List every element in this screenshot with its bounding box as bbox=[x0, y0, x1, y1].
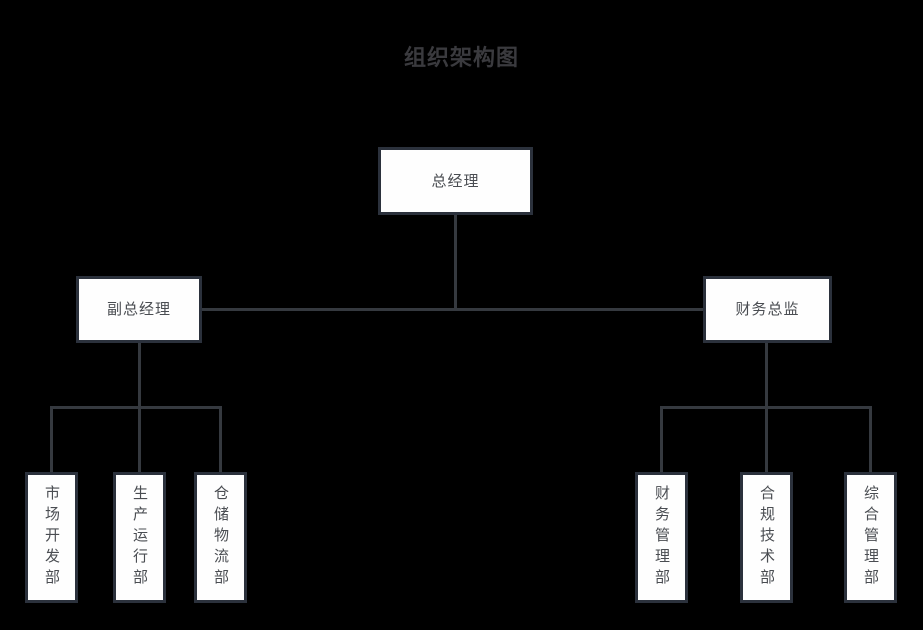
org-node-production-operation-dept: 生产运行部 bbox=[113, 472, 166, 603]
org-node-label: 仓储物流部 bbox=[212, 485, 229, 590]
org-node-label: 副总经理 bbox=[106, 301, 171, 318]
connector-root-stem bbox=[454, 215, 457, 311]
diagram-title: 组织架构图 bbox=[403, 45, 519, 70]
org-node-label: 生产运行部 bbox=[131, 485, 148, 590]
org-node-label: 总经理 bbox=[431, 172, 480, 190]
org-node-market-development-dept: 市场开发部 bbox=[25, 472, 78, 603]
connector-left-drop-3 bbox=[219, 406, 222, 472]
org-node-general-manager: 总经理 bbox=[378, 147, 533, 215]
connector-right-stem bbox=[765, 343, 768, 409]
connector-right-drop-1 bbox=[660, 406, 663, 472]
org-node-finance-management-dept: 财务管理部 bbox=[635, 472, 688, 603]
org-node-label: 合规技术部 bbox=[758, 485, 775, 590]
org-node-warehouse-logistics-dept: 仓储物流部 bbox=[194, 472, 247, 603]
org-node-label: 综合管理部 bbox=[862, 485, 879, 590]
connector-left-horizontal bbox=[50, 406, 222, 409]
org-node-finance-director: 财务总监 bbox=[703, 276, 832, 343]
connector-left-stem bbox=[138, 343, 141, 409]
org-node-deputy-general-manager: 副总经理 bbox=[76, 276, 202, 343]
connector-main-horizontal bbox=[202, 308, 703, 311]
org-node-general-management-dept: 综合管理部 bbox=[844, 472, 897, 603]
connector-left-drop-2 bbox=[138, 406, 141, 472]
org-node-label: 市场开发部 bbox=[43, 485, 60, 590]
connector-left-drop-1 bbox=[50, 406, 53, 472]
connector-right-drop-2 bbox=[765, 406, 768, 472]
org-node-compliance-technology-dept: 合规技术部 bbox=[740, 472, 793, 603]
connector-right-drop-3 bbox=[869, 406, 872, 472]
org-node-label: 财务总监 bbox=[735, 301, 800, 318]
org-node-label: 财务管理部 bbox=[653, 485, 670, 590]
